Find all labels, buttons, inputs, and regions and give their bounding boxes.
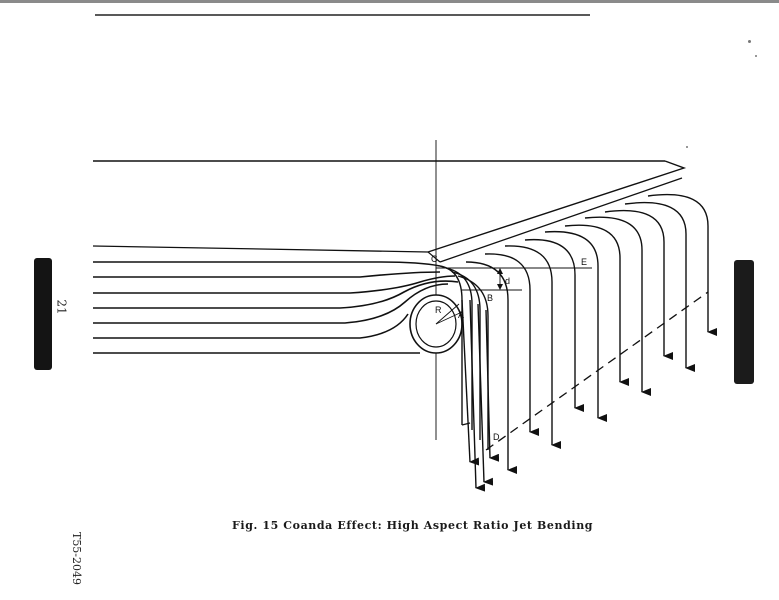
dashed-perspective-line: [485, 291, 709, 451]
scan-speck: [755, 55, 757, 57]
label-a: A: [458, 310, 464, 320]
scan-speck: [748, 40, 751, 43]
nozzle-inner-edge: [427, 251, 441, 263]
radius-line: [435, 303, 460, 325]
label-d-lower: D: [493, 432, 500, 442]
label-b: B: [487, 293, 493, 303]
scan-speck: [686, 146, 688, 148]
label-d: d: [505, 276, 510, 286]
coanda-cylinder-inner: [415, 300, 457, 348]
label-r: R: [435, 305, 442, 315]
nozzle-right-edge: [427, 160, 687, 253]
binding-stain-left: [34, 258, 52, 370]
label-c: C: [431, 254, 438, 264]
incoming-streamlines: [93, 261, 459, 354]
figure-caption: Fig. 15 Coanda Effect: High Aspect Ratio…: [232, 519, 594, 532]
wrapped-jet-sheet: [439, 265, 489, 450]
bent-streamlines: [461, 193, 717, 492]
binding-stain-right: [734, 260, 754, 384]
top-border-rule: [0, 0, 779, 16]
nozzle-lower-edge: [92, 245, 429, 253]
report-number: T55-2049: [70, 531, 84, 586]
jet-band-top-edge: [439, 177, 683, 263]
label-e: E: [581, 257, 587, 267]
page-number: 21: [54, 299, 69, 315]
radius-line-a: [435, 311, 463, 325]
